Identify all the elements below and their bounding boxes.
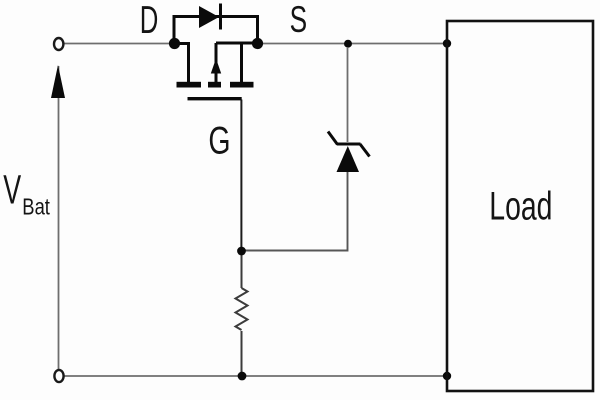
svg-text:G: G <box>208 119 230 162</box>
svg-text:S: S <box>290 0 308 40</box>
svg-text:V: V <box>3 168 21 213</box>
svg-text:Bat: Bat <box>22 194 50 219</box>
svg-text:D: D <box>140 0 159 42</box>
svg-text:Load: Load <box>489 185 552 229</box>
